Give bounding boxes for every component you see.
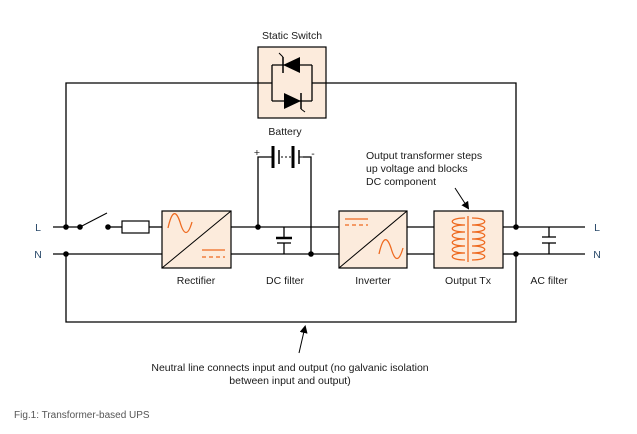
transformer-note-line: up voltage and blocks: [366, 163, 468, 175]
thyristor-icon: [284, 93, 306, 113]
ac-filter-capacitor-icon: [542, 227, 556, 254]
battery-icon: [257, 146, 312, 254]
ac-sine-icon: [167, 213, 193, 234]
transformer-note-line: Output transformer steps: [366, 150, 482, 162]
input-line-label: L: [35, 222, 41, 234]
static-switch: [257, 46, 327, 119]
line-wire: [53, 212, 585, 234]
battery-label: Battery: [268, 126, 302, 138]
neutral-note-line: Neutral line connects input and output (…: [151, 362, 428, 374]
battery-minus: -: [311, 148, 315, 160]
dc-filter-capacitor-icon: [276, 227, 292, 254]
output-tx-label: Output Tx: [445, 275, 492, 287]
rectifier-label: Rectifier: [177, 275, 216, 287]
ac-filter-label: AC filter: [530, 275, 568, 287]
neutral-note-line: between input and output): [229, 375, 350, 387]
inverter-label: Inverter: [355, 275, 391, 287]
figure-caption: Fig.1: Transformer-based UPS: [14, 410, 150, 421]
battery-plus: +: [254, 147, 260, 159]
transformer-note-line: DC component: [366, 176, 436, 188]
static-switch-label: Static Switch: [262, 30, 322, 42]
dc-filter-label: DC filter: [266, 275, 304, 287]
neutral-annotation: Neutral line connects input and output (…: [151, 325, 429, 387]
output-line-label: L: [594, 222, 600, 234]
output-transformer: [433, 210, 504, 269]
bypass-wire: [65, 82, 517, 227]
thyristor-icon: [278, 52, 300, 73]
annotation-arrow-icon: [298, 325, 308, 354]
transformer-annotation: Output transformer steps up voltage and …: [366, 150, 482, 210]
output-neutral-label: N: [593, 249, 601, 261]
rectifier: [161, 210, 232, 269]
inverter: [338, 210, 408, 269]
input-neutral-label: N: [34, 249, 42, 261]
neutral-through-wire: [65, 254, 517, 323]
transformer-coil-icon: [451, 216, 486, 262]
ac-sine-icon: [378, 239, 404, 260]
fuse-icon: [121, 220, 150, 234]
annotation-arrow-icon: [454, 187, 470, 210]
